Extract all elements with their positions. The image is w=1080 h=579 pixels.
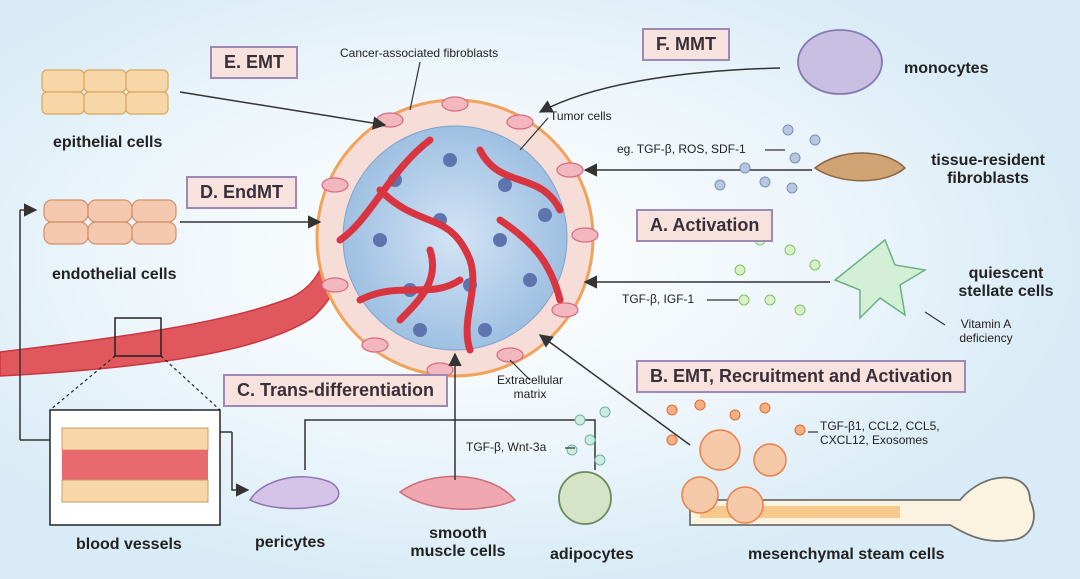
epithelial-cells xyxy=(41,69,169,115)
vitamin-a-label: Vitamin A deficiency xyxy=(959,317,1013,345)
process-activation: A. Activation xyxy=(636,209,774,242)
stellate-shape xyxy=(833,238,928,320)
process-emt-recruitment: B. EMT, Recruitment and Activation xyxy=(636,360,967,393)
vessel-zoom-marker xyxy=(114,317,162,357)
monocytes-label: monocytes xyxy=(904,60,989,77)
endothelial-cells xyxy=(43,199,177,245)
endothelial-cells-label: endothelial cells xyxy=(52,266,177,283)
msc-cells xyxy=(681,429,787,524)
adipocytes-label: adipocytes xyxy=(550,546,634,563)
caf-label: Cancer-associated fibroblasts xyxy=(340,46,499,60)
process-emt: E. EMT xyxy=(210,46,299,79)
adipocyte-shape xyxy=(558,471,612,525)
process-trans-differentiation: C. Trans-differentiation xyxy=(223,374,449,407)
smooth-muscle-shape xyxy=(398,475,517,510)
factor-fibroblasts: eg. TGF-β, ROS, SDF-1 xyxy=(617,142,746,156)
pericyte-shape xyxy=(248,476,340,510)
process-endmt: D. EndMT xyxy=(186,176,297,209)
factor-msc: TGF-β1, CCL2, CCL5, CXCL12, Exosomes xyxy=(820,419,940,447)
pericytes-label: pericytes xyxy=(255,534,326,551)
monocyte-shape xyxy=(797,29,883,95)
blood-vessels-label: blood vessels xyxy=(76,536,182,553)
stellate-cells-label: quiescent stellate cells xyxy=(958,265,1054,301)
smooth-muscle-label: smooth muscle cells xyxy=(410,525,506,561)
tumor-cells-label: Tumor cells xyxy=(550,109,612,123)
blood-vessel xyxy=(0,238,347,377)
factor-adipocytes: TGF-β, Wnt-3a xyxy=(466,440,547,454)
fibroblast-shape xyxy=(813,152,907,182)
tumor-mass xyxy=(315,96,599,378)
factor-stellate: TGF-β, IGF-1 xyxy=(622,292,695,306)
fibroblasts-label: tissue-resident fibroblasts xyxy=(931,152,1045,188)
epithelial-cells-label: epithelial cells xyxy=(53,134,163,151)
ecm-label: Extracellular matrix xyxy=(496,373,564,401)
process-mmt: F. MMT xyxy=(642,28,730,61)
msc-label: mesenchymal steam cells xyxy=(748,546,945,563)
